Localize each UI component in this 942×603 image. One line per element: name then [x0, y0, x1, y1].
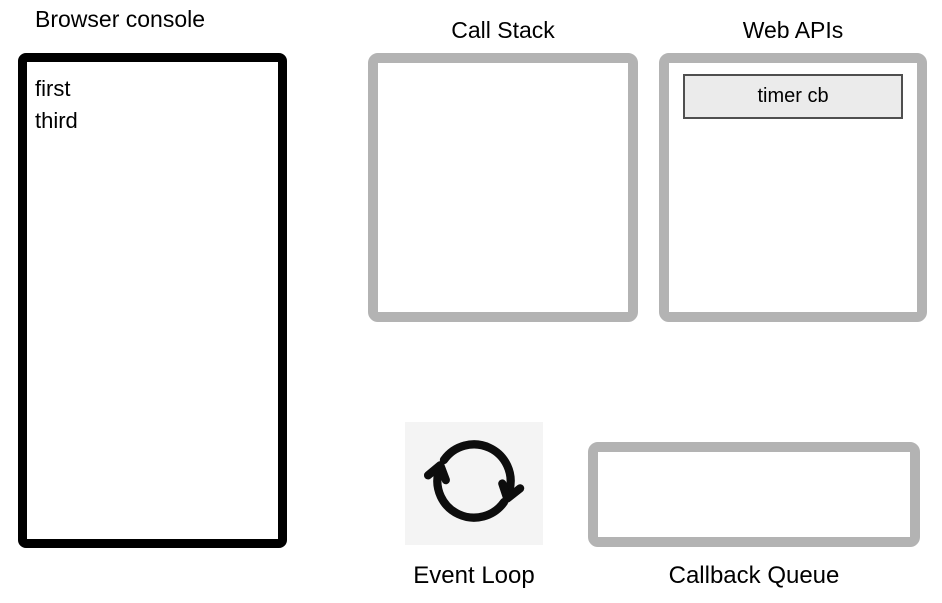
call-stack-panel	[368, 53, 638, 322]
call-stack-title: Call Stack	[451, 17, 555, 43]
event-loop-icon-box	[405, 422, 543, 545]
callback-queue-panel	[588, 442, 920, 547]
browser-console-title: Browser console	[35, 6, 206, 32]
console-log-line: first	[35, 76, 71, 101]
event-loop-label: Event Loop	[413, 562, 535, 589]
web-apis-title: Web APIs	[742, 17, 844, 43]
browser-console-panel: first third	[18, 53, 287, 548]
console-log-line: third	[35, 108, 78, 133]
web-api-task-timer-cb: timer cb	[683, 74, 903, 119]
circular-arrows-icon	[418, 426, 530, 541]
callback-queue-label: Callback Queue	[668, 562, 840, 589]
